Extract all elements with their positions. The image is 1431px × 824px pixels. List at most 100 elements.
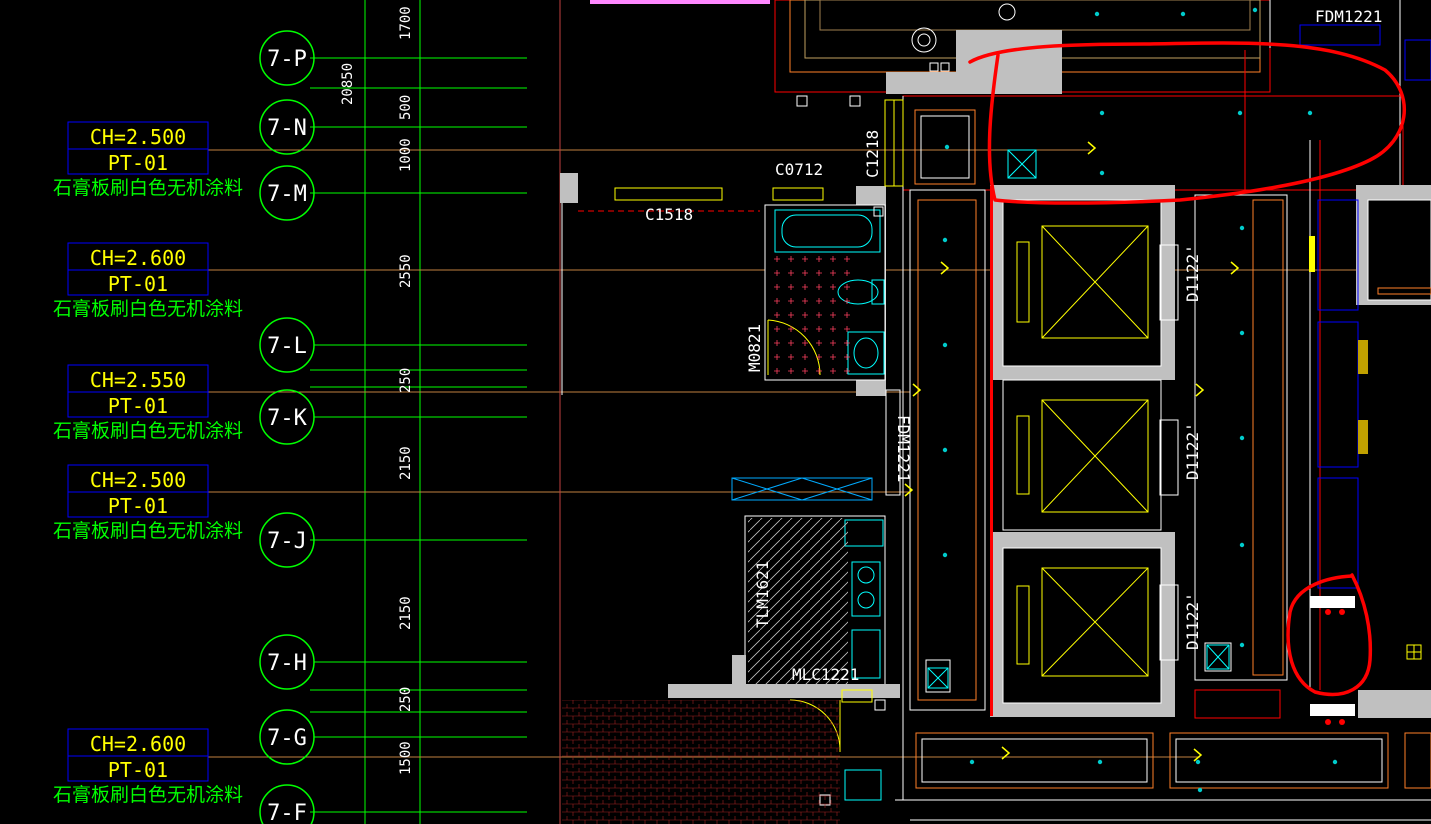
light-dot [1197,787,1203,793]
direction-arrows [904,141,1240,762]
axis-label: 7-H [267,651,307,676]
light-dot [1239,435,1245,441]
label-c1218: C1218 [863,130,882,178]
axis-bubble-7-h: 7-H [259,634,527,690]
label-c0712: C0712 [775,160,823,179]
axis-label: 7-K [267,406,307,431]
dimension-segment: 250 [398,687,414,712]
arrow-mark [1193,748,1203,762]
kitchen-hatch [748,518,848,684]
light-dot [942,552,948,558]
arrow-mark [1087,141,1097,155]
light-dot [1307,110,1313,116]
dimension-texts: 20850 1700 500 1000 2550 250 2150 2150 250 1500 [340,6,414,775]
ceiling-tags: CH=2.500PT-01石膏板刷白色无机涂料CH=2.600PT-01石膏板刷… [53,121,243,806]
axis-label: 7-N [267,116,307,141]
light-dot [942,342,948,348]
light-dot [1094,11,1100,17]
paint-code: PT-01 [108,272,168,296]
label-fdm1221-mid: FDM1221 [894,415,913,482]
light-dot [1237,110,1243,116]
label-d1122-c: D1122' [1183,592,1202,650]
light-dot [1180,11,1186,17]
bottom-panels [915,732,1431,789]
ceiling-height: CH=2.500 [90,125,186,149]
axis-bubble-7-m: 7-M [259,165,527,221]
opening-labels: FDM1221 C0712 C1518 C1218 M0821 FDM1221 … [645,7,1382,684]
arrow-mark [940,261,950,275]
paint-code: PT-01 [108,758,168,782]
ceiling-height: CH=2.550 [90,368,186,392]
axis-bubble-7-j: 7-J [259,512,527,568]
light-dot [1252,7,1258,13]
label-d1122-a: D1122' [1183,244,1202,302]
light-dot [944,144,950,150]
label-fdm1221-top: FDM1221 [1315,7,1382,26]
light-dot [1239,642,1245,648]
markup-circle-top [968,41,1407,205]
axis-label: 7-M [267,182,307,207]
bathroom-floor-hatch [770,255,850,375]
red-markup [968,41,1407,697]
finish-note: 石膏板刷白色无机涂料 [53,783,243,806]
arrow-mark [904,483,914,497]
light-dot [969,759,975,765]
light-dot [1332,759,1338,765]
dimension-segment: 1700 [398,6,414,40]
label-tlm1621: TLM1621 [753,561,772,628]
ceiling-height: CH=2.600 [90,246,186,270]
axis-label: 7-G [267,726,307,751]
arrow-mark [1195,383,1205,397]
light-dot [1099,170,1105,176]
right-rooms [1309,185,1431,725]
dimension-segment: 2550 [398,254,414,288]
finish-note: 石膏板刷白色无机涂料 [53,176,243,199]
finish-note: 石膏板刷白色无机涂料 [53,297,243,320]
axis-bubble-7-k: 7-K [259,389,527,445]
balcony-hatch [562,700,840,824]
light-dot [1239,542,1245,548]
light-dot [1099,110,1105,116]
label-mlc1221: MLC1221 [792,665,859,684]
elevator-cores [990,185,1179,717]
finish-note: 石膏板刷白色无机涂料 [53,419,243,442]
elevator-1 [990,185,1175,380]
axis-bubble-7-g: 7-G [259,709,527,765]
light-dot [1239,330,1245,336]
axis-label: 7-L [267,334,307,359]
arrow-mark [912,383,922,397]
light-dot [1097,759,1103,765]
dimension-segment: 2150 [398,596,414,630]
light-dot [1239,225,1245,231]
paint-code: PT-01 [108,394,168,418]
axis-label: 7-F [267,801,307,824]
finish-note: 石膏板刷白色无机涂料 [53,519,243,542]
axis-bubbles: 7-P 7-N 7-M 7-L 7-K 7-J 7-H 7-G 7-F [259,30,527,824]
kitchen [668,477,900,806]
ceiling-light-dots [942,7,1338,793]
corridor-panel-right [1194,194,1288,719]
elevator-2 [1002,379,1162,531]
dimension-segment: 500 [398,95,414,120]
ceiling-height: CH=2.500 [90,468,186,492]
dimension-segment: 1000 [398,138,414,172]
axis-bubble-7-p: 7-P [259,30,527,86]
light-dot [942,237,948,243]
axis-label: 7-J [267,529,307,554]
markup-circle-right [1286,573,1373,697]
label-d1122-b: D1122' [1183,422,1202,480]
dimension-segment: 1500 [398,741,414,775]
axis-bubble-7-f: 7-F [259,784,527,824]
axis-label: 7-P [267,47,307,72]
dimension-segment: 2150 [398,446,414,480]
label-c1518: C1518 [645,205,693,224]
dimension-overall: 20850 [340,63,356,105]
label-m0821: M0821 [745,324,764,372]
arrow-mark [1001,746,1011,760]
dimension-segment: 250 [398,368,414,393]
